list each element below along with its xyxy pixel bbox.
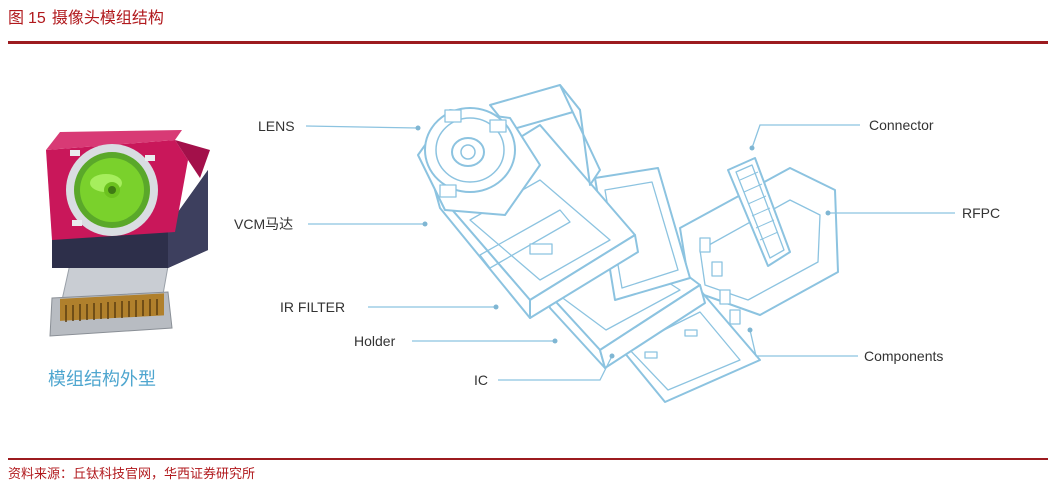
label-vcm: VCM马达 xyxy=(234,216,293,232)
module-photo xyxy=(46,130,210,337)
leader-dots xyxy=(415,125,831,359)
label-components: Components xyxy=(864,348,943,364)
bottom-divider xyxy=(8,458,1048,460)
photo-caption: 模组结构外型 xyxy=(48,369,156,390)
label-rfpc: RFPC xyxy=(962,205,1000,221)
label-lens: LENS xyxy=(258,118,295,134)
connector-part xyxy=(727,157,791,267)
leader-lines xyxy=(305,124,955,381)
exploded-view xyxy=(417,84,839,403)
label-ir-filter: IR FILTER xyxy=(280,299,345,315)
figure-label: 图 xyxy=(8,8,25,27)
label-connector: Connector xyxy=(869,117,934,133)
figure-title-text: 摄像头模组结构 xyxy=(51,8,164,27)
figure-number: 15 xyxy=(28,10,46,27)
label-ic: IC xyxy=(474,372,488,388)
top-divider xyxy=(8,41,1048,44)
label-holder: Holder xyxy=(354,333,396,349)
source-note: 资料来源：丘钛科技官网，华西证券研究所 xyxy=(8,467,256,482)
